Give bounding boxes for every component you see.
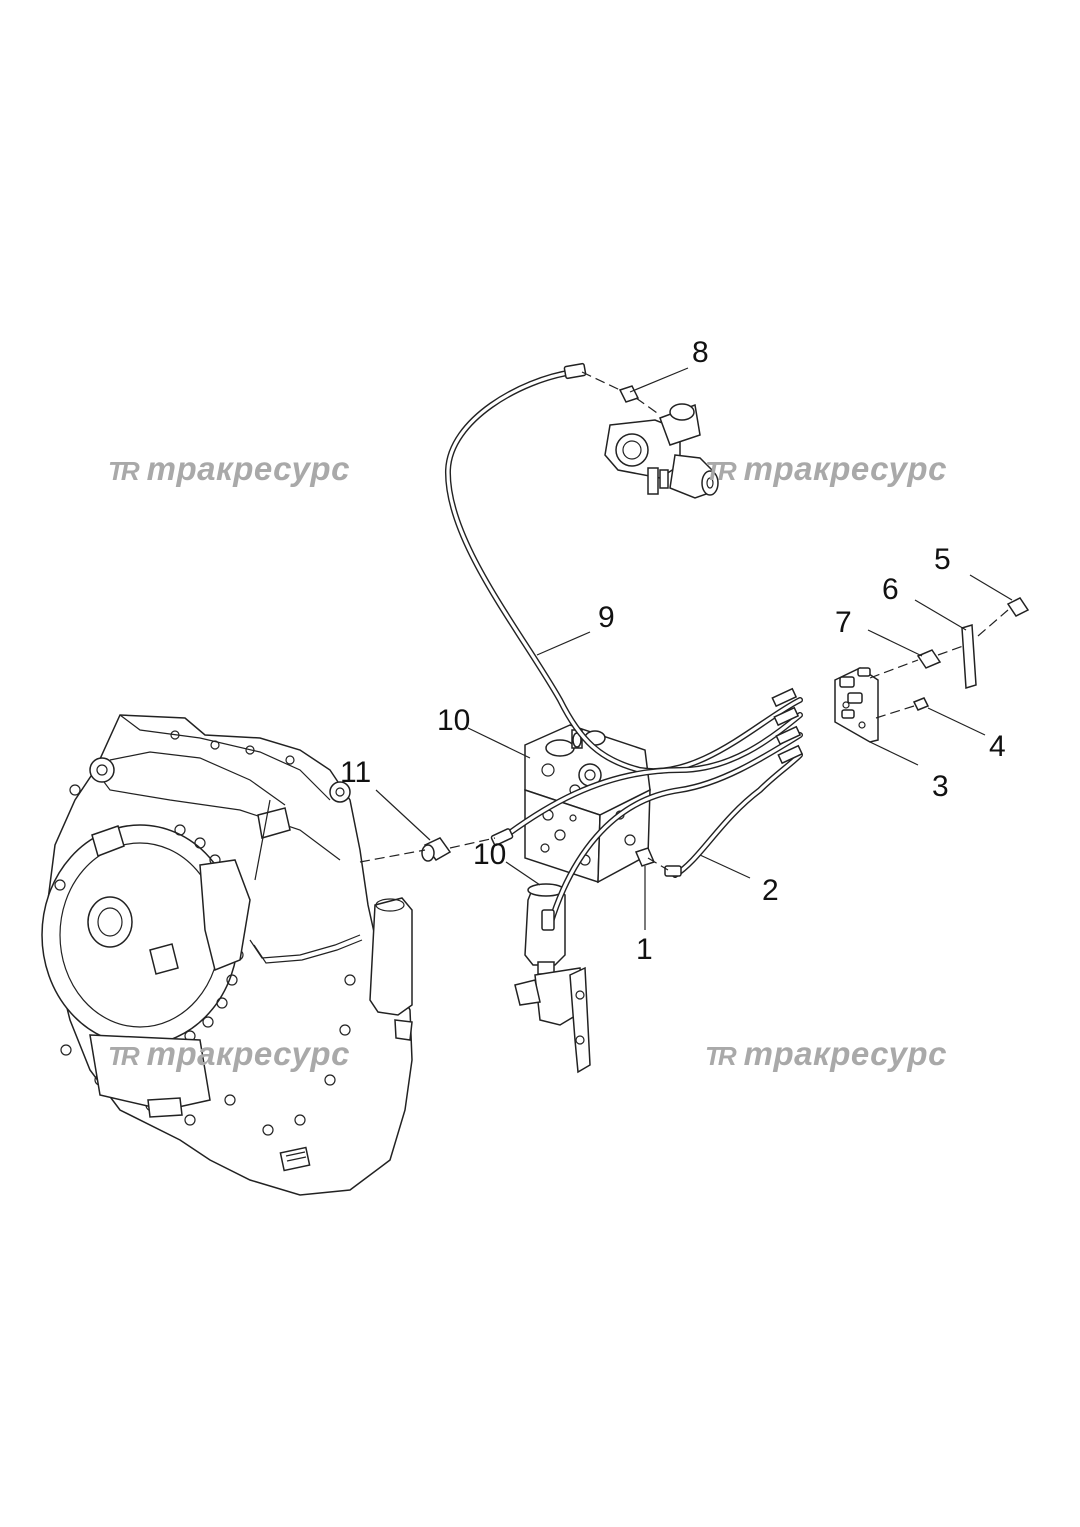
leader-lines (375, 367, 1013, 930)
control-valve-assembly (604, 403, 719, 499)
watermark-text: тракресурс (743, 1035, 947, 1072)
callout-4: 4 (989, 730, 1006, 763)
callout-7: 7 (835, 606, 852, 639)
valve-block (524, 724, 651, 884)
watermark-logo: TR (108, 1041, 140, 1071)
hoses (444, 362, 804, 931)
callout-6: 6 (882, 573, 899, 606)
watermark-logo: TR (108, 456, 140, 486)
callout-10-lower: 10 (473, 838, 507, 871)
watermark-text: тракресурс (146, 1035, 350, 1072)
callout-10-upper: 10 (437, 704, 471, 737)
watermark-text: тракресурс (146, 450, 350, 487)
assembly-lines (359, 371, 1009, 871)
watermark-logo: TR (705, 1041, 737, 1071)
callout-9: 9 (598, 601, 615, 634)
fittings (421, 385, 1030, 867)
callout-11: 11 (340, 756, 372, 789)
callout-8: 8 (692, 336, 709, 369)
callout-3: 3 (932, 770, 949, 803)
callout-2: 2 (762, 874, 779, 907)
watermark-text: тракресурс (743, 450, 947, 487)
callout-1: 1 (636, 933, 653, 966)
bulkhead-plate (834, 667, 879, 743)
callout-5: 5 (934, 543, 951, 576)
transmission-housing (41, 714, 413, 1196)
watermark-logo: TR (705, 456, 737, 486)
